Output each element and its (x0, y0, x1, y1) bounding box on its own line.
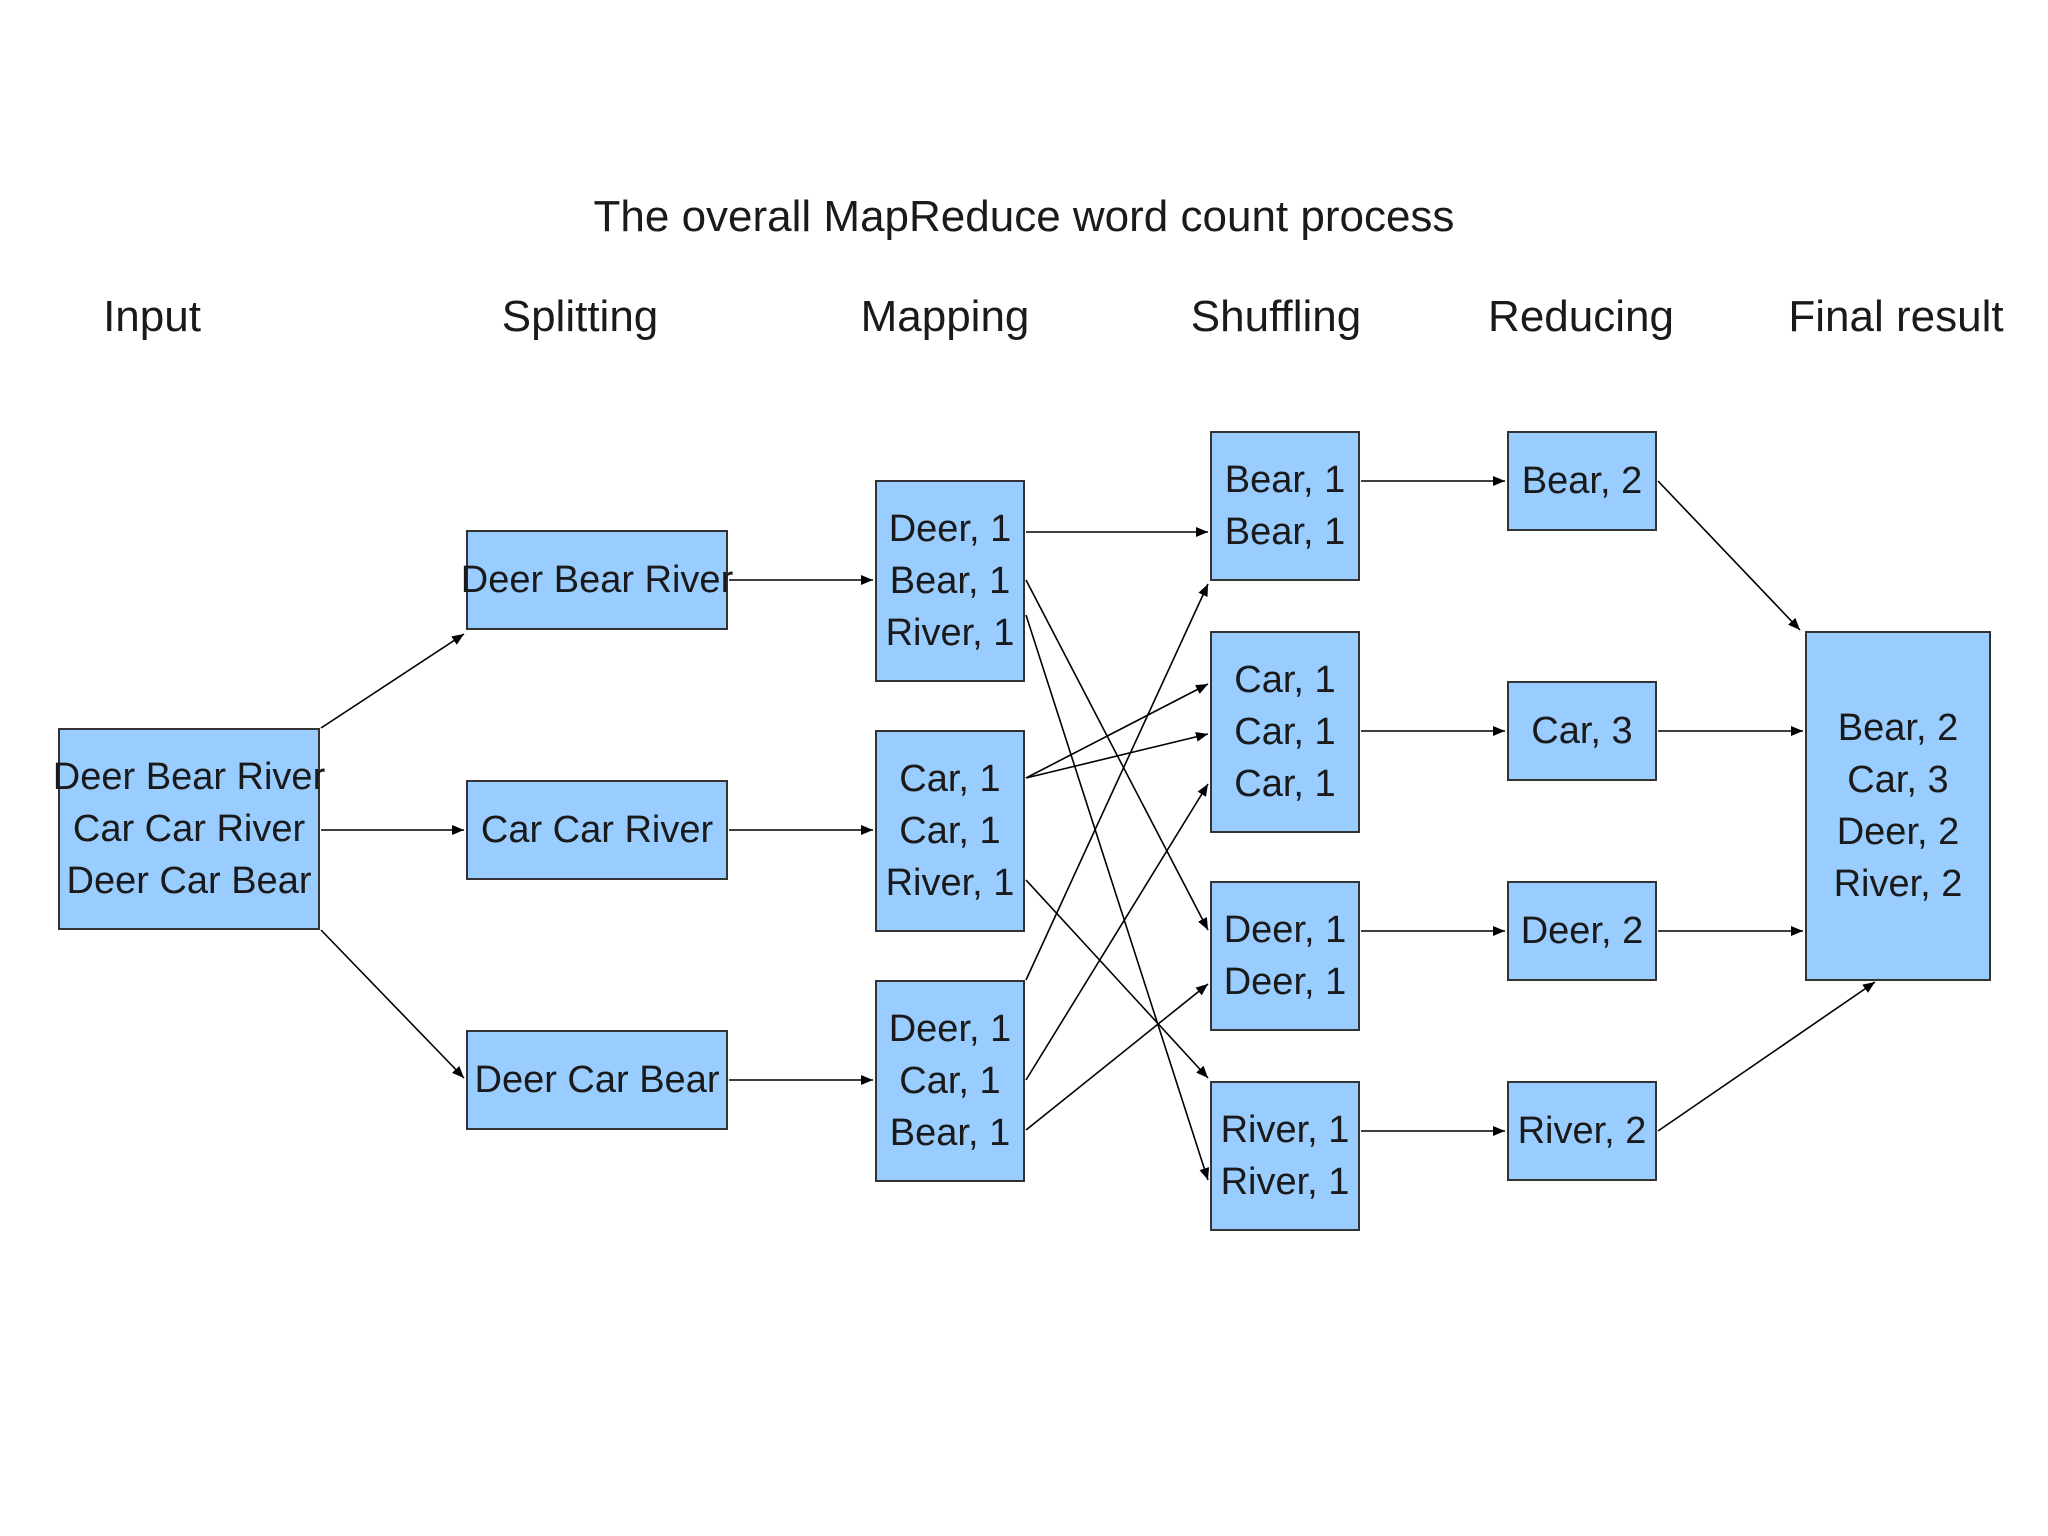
stage-label-reducing: Reducing (1488, 292, 1674, 341)
reduce-box-car: Car, 3 (1507, 681, 1657, 781)
reduce-pair: River, 2 (1517, 1110, 1647, 1152)
shuffle-box-bear: Bear, 1 Bear, 1 (1210, 431, 1360, 581)
map-box-3: Deer, 1 Car, 1 Bear, 1 (875, 980, 1025, 1182)
map-pair: River, 1 (885, 612, 1015, 654)
reduce-box-deer: Deer, 2 (1507, 881, 1657, 981)
shuffle-box-car: Car, 1 Car, 1 Car, 1 (1210, 631, 1360, 833)
shuffle-pair: River, 1 (1220, 1161, 1350, 1203)
shuffle-pair: Car, 1 (1234, 711, 1336, 753)
split-box-2: Car Car River (466, 780, 728, 880)
arrow-red_bear-to-final (1657, 480, 1801, 631)
split-box-1: Deer Bear River (461, 530, 733, 630)
map-pair: Bear, 1 (889, 1112, 1011, 1154)
input-line: Deer Bear River (52, 756, 326, 798)
map-pair: River, 1 (885, 862, 1015, 904)
map-pair: Deer, 1 (888, 1008, 1012, 1050)
split-line: Deer Car Bear (474, 1059, 720, 1101)
reduce-box-bear: Bear, 2 (1507, 431, 1657, 531)
arrow-input-to-split1 (320, 633, 465, 729)
map-pair: Deer, 1 (888, 508, 1012, 550)
arrow-map3-to-shuf_deer (1025, 583, 1209, 981)
shuffle-pair: Deer, 1 (1223, 961, 1347, 1003)
input-line: Car Car River (72, 808, 306, 850)
final-pair: Deer, 2 (1836, 811, 1960, 853)
shuffle-pair: Bear, 1 (1224, 511, 1346, 553)
arrow-map2-to-shuf_car (1025, 731, 1209, 779)
shuffle-box-river: River, 1 River, 1 (1210, 1081, 1360, 1231)
final-pair: River, 2 (1833, 863, 1963, 905)
map-box-1: Deer, 1 Bear, 1 River, 1 (875, 480, 1025, 682)
stage-label-mapping: Mapping (860, 292, 1030, 341)
input-line: Deer Car Bear (66, 860, 312, 902)
stage-label-input: Input (103, 292, 201, 341)
shuffle-pair: Car, 1 (1234, 763, 1336, 805)
reduce-box-river: River, 2 (1507, 1081, 1657, 1181)
arrow-red_river-to-final (1657, 981, 1876, 1132)
arrow-map3-to-shuf_car (1025, 783, 1209, 1081)
map-box-2: Car, 1 Car, 1 River, 1 (875, 730, 1025, 932)
arrow-map3-to-shuf_bear (1025, 983, 1209, 1131)
shuffle-pair: Car, 1 (1234, 659, 1336, 701)
map-pair: Car, 1 (899, 758, 1001, 800)
arrow-map1-to-shuf_deer (1025, 579, 1209, 931)
final-pair: Car, 3 (1847, 759, 1949, 801)
split-box-3: Deer Car Bear (466, 1030, 728, 1130)
arrow-input-to-split3 (320, 929, 465, 1079)
stage-label-splitting: Splitting (501, 292, 659, 341)
shuffle-pair: Bear, 1 (1224, 459, 1346, 501)
final-result-box: Bear, 2 Car, 3 Deer, 2 River, 2 (1805, 631, 1991, 981)
reduce-pair: Car, 3 (1531, 710, 1633, 752)
map-pair: Car, 1 (899, 810, 1001, 852)
shuffle-pair: Deer, 1 (1223, 909, 1347, 951)
map-pair: Bear, 1 (889, 560, 1011, 602)
shuffle-box-deer: Deer, 1 Deer, 1 (1210, 881, 1360, 1031)
reduce-pair: Deer, 2 (1520, 910, 1644, 952)
diagram-title: The overall MapReduce word count process (593, 192, 1455, 241)
stage-label-final: Final result (1788, 292, 2004, 341)
input-box: Deer Bear River Car Car River Deer Car B… (53, 728, 325, 930)
split-line: Deer Bear River (460, 559, 734, 601)
final-pair: Bear, 2 (1837, 707, 1959, 749)
map-pair: Car, 1 (899, 1060, 1001, 1102)
reduce-pair: Bear, 2 (1521, 460, 1643, 502)
arrow-map2-to-shuf_car (1025, 683, 1209, 779)
shuffle-pair: River, 1 (1220, 1109, 1350, 1151)
arrow-map1-to-shuf_river (1025, 614, 1210, 1181)
arrow-map2-to-shuf_river (1025, 879, 1209, 1079)
split-line: Car Car River (480, 809, 714, 851)
stage-label-shuffling: Shuffling (1190, 292, 1362, 341)
